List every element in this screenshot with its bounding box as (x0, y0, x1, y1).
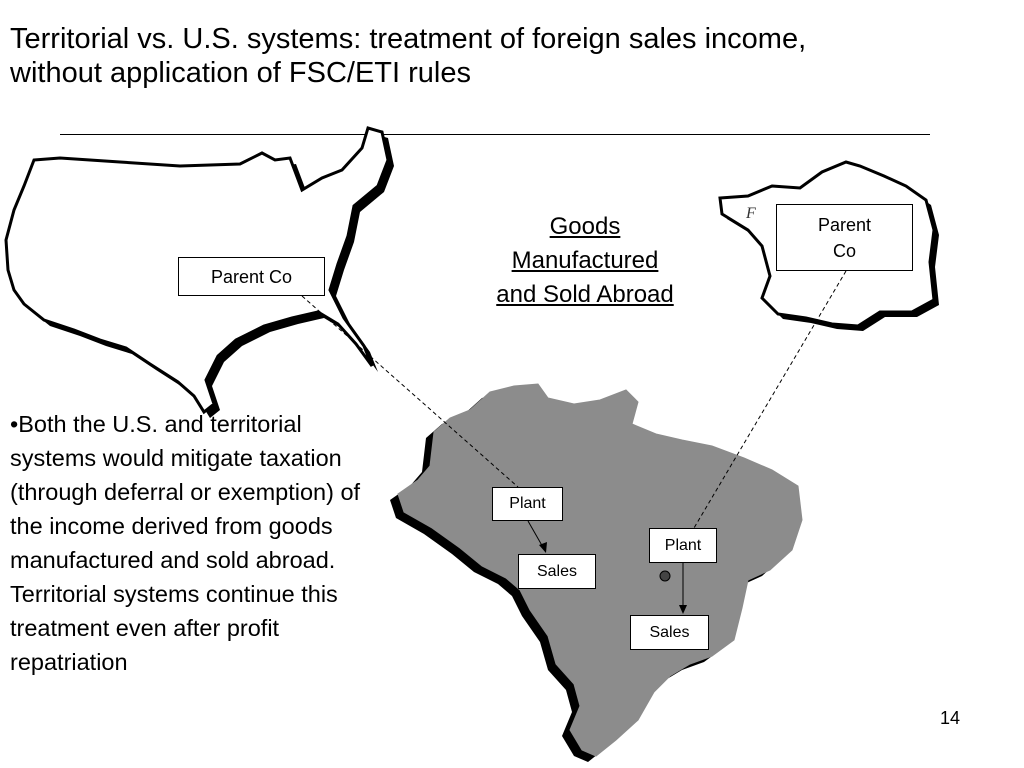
title-divider (60, 134, 930, 135)
plant-box-2: Plant (649, 528, 717, 563)
connector-france-parent-to-plant (693, 270, 847, 529)
france-parent-co-box: Parent Co (776, 204, 913, 271)
brazil-map-shape (397, 383, 803, 757)
plant-box-1: Plant (492, 487, 563, 521)
brazil-map (390, 383, 803, 762)
brasilia-marker (659, 570, 671, 582)
france-map-letter: F (745, 205, 756, 222)
us-parent-co-box: Parent Co (178, 257, 325, 296)
connector-us-parent-to-plant (301, 295, 519, 488)
page-number: 14 (939, 708, 961, 728)
arrow-plant2-to-sales2-head (679, 605, 687, 614)
sales-box-1: Sales (518, 554, 596, 589)
sales-box-2: Sales (630, 615, 709, 650)
slide-title: Territorial vs. U.S. systems: treatment … (10, 23, 807, 89)
goods-heading: Goods Manufactured and Sold Abroad (496, 213, 674, 308)
bullet-text: •Both the U.S. and territorial systems w… (10, 411, 361, 675)
arrow-plant1-to-sales1-head (539, 542, 547, 553)
